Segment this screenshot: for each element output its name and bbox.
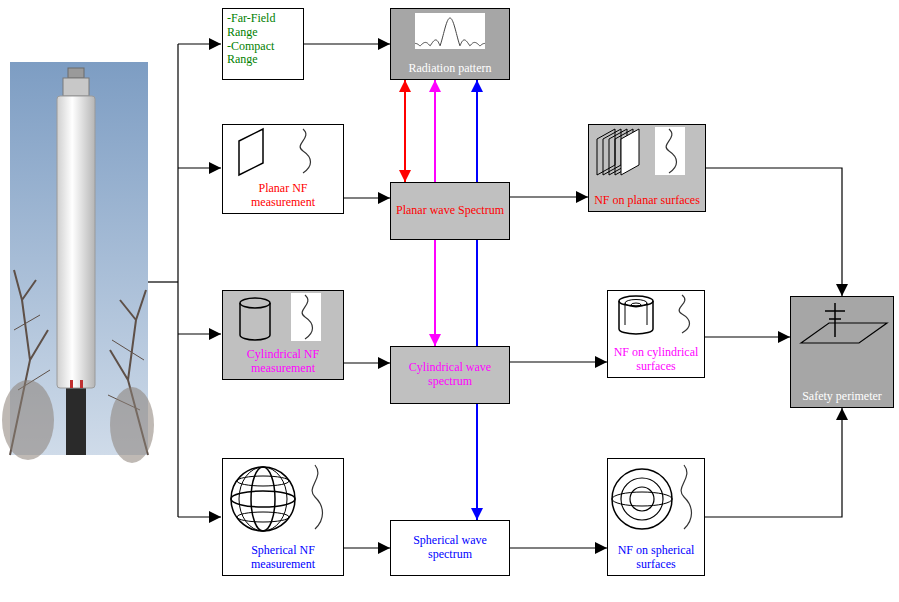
feed-arrow — [178, 516, 221, 517]
antenna-cap — [68, 68, 84, 78]
text-area: NF on cylindrical surfaces — [608, 343, 704, 377]
illustrated-box: Radiation pattern — [390, 8, 510, 80]
text-area: -Far-Field Range-Compact Range — [223, 9, 303, 70]
process-box: Spherical wave spectrum — [390, 520, 510, 576]
illustrated-box: Spherical NF measurement — [222, 458, 344, 576]
planar-icon — [223, 125, 343, 177]
box-label: NF on spherical surfaces — [612, 544, 700, 572]
flow-arrow — [705, 408, 842, 517]
antenna-connector — [70, 380, 73, 388]
illustrated-box: NF on planar surfaces — [588, 124, 706, 212]
box-label: Safety perimeter — [795, 390, 889, 404]
feed-arrow — [178, 43, 221, 44]
box-label: Spherical NF measurement — [227, 544, 339, 572]
process-box: -Far-Field Range-Compact Range — [222, 8, 304, 80]
flow-arrow — [706, 168, 842, 296]
illustrated-box: NF on cylindrical surfaces — [607, 290, 705, 378]
box-label: Planar NF measurement — [227, 182, 339, 210]
flow-arrow — [344, 197, 390, 198]
text-area: Planar wave Spectrum — [391, 201, 509, 221]
flow-arrow — [510, 547, 607, 548]
box-label: Cylindrical NF measurement — [227, 348, 339, 376]
box-label: Planar wave Spectrum — [395, 204, 505, 218]
antenna-pole — [66, 385, 86, 455]
text-area: NF on planar surfaces — [589, 191, 705, 211]
process-box: Cylindrical wave spectrum — [390, 346, 510, 404]
text-area: Spherical NF measurement — [223, 541, 343, 575]
tree-crown — [110, 387, 154, 463]
feed-line — [148, 281, 178, 282]
box-label: Spherical wave spectrum — [395, 534, 505, 562]
box-label: NF on cylindrical surfaces — [612, 346, 700, 374]
box-label: Cylindrical wave spectrum — [395, 361, 505, 389]
text-area: Safety perimeter — [791, 387, 893, 407]
flow-arrow — [404, 80, 406, 182]
text-area: Cylindrical wave spectrum — [391, 358, 509, 392]
flow-arrow — [510, 196, 588, 197]
flow-arrow — [344, 547, 390, 548]
antenna-radome — [57, 96, 95, 388]
illustrated-box: Planar NF measurement — [222, 124, 344, 214]
connectors — [304, 44, 842, 548]
spheres-icon — [608, 459, 704, 537]
text-area: Cylindrical NF measurement — [223, 345, 343, 379]
flow-arrow — [705, 336, 790, 337]
box-label: Radiation pattern — [395, 62, 505, 76]
process-box: Planar wave Spectrum — [390, 182, 510, 240]
feed-arrow — [178, 167, 221, 168]
illustrated-box: Cylindrical NF measurement — [222, 290, 344, 380]
feed-line — [177, 44, 178, 517]
safety-icon — [791, 297, 893, 357]
planes-icon — [589, 125, 705, 177]
flow-arrow — [476, 80, 478, 520]
antenna-connector — [80, 380, 83, 388]
flow-arrow — [510, 361, 607, 362]
cyl-icon — [223, 291, 343, 343]
tree-crown — [2, 380, 54, 460]
antenna-photo — [2, 62, 154, 463]
feed-lines — [148, 44, 221, 517]
feed-arrow — [178, 333, 221, 334]
text-area: Planar NF measurement — [223, 179, 343, 213]
illustrated-box: Safety perimeter — [790, 296, 894, 408]
text-area: NF on spherical surfaces — [608, 541, 704, 575]
flow-arrow — [344, 362, 390, 363]
box-label: -Far-Field Range — [227, 12, 299, 40]
antenna-cap — [63, 78, 89, 96]
cyls-icon — [608, 291, 704, 337]
box-label: NF on planar surfaces — [593, 194, 701, 208]
flow-arrow — [304, 43, 390, 44]
text-area: Radiation pattern — [391, 59, 509, 79]
illustrated-box: NF on spherical surfaces — [607, 458, 705, 576]
plot-icon — [391, 9, 509, 55]
sphere-icon — [223, 459, 343, 537]
text-area: Spherical wave spectrum — [391, 531, 509, 565]
box-label: -Compact Range — [227, 40, 299, 68]
